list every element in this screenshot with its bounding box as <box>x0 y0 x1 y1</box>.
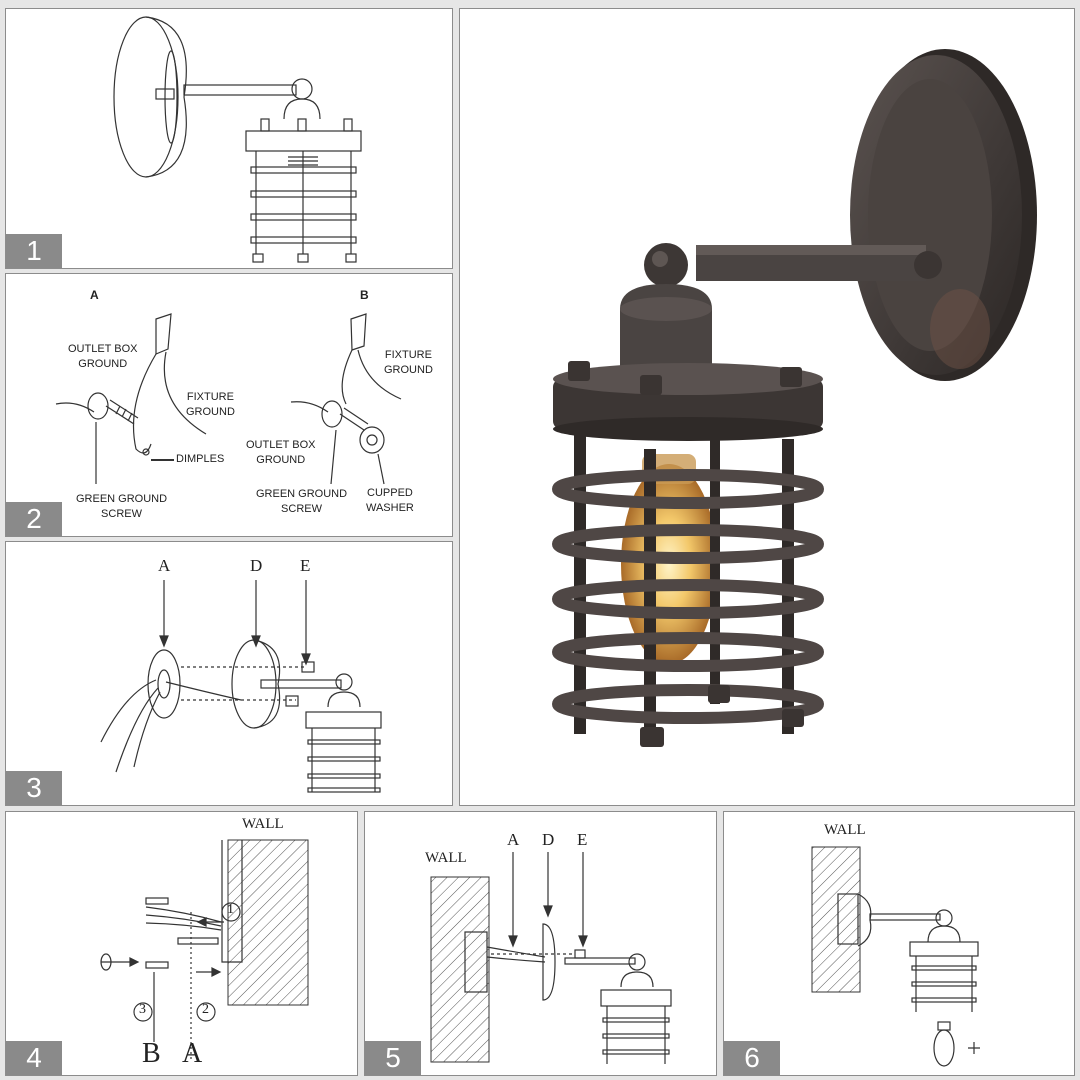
step-6-drawing <box>811 846 980 1067</box>
label-a: A <box>507 830 520 849</box>
label-b: B <box>142 1038 161 1069</box>
wall-label: WALL <box>242 816 284 832</box>
step-2-panel: A B OUTLET BOX GROUND FIXTURE GROUND DIM… <box>5 273 453 537</box>
label-a: A <box>158 556 171 575</box>
wall-sconce-photo <box>552 49 1037 747</box>
step-1-drawing <box>113 16 362 263</box>
step-6-panel: WALL 6 <box>723 811 1075 1076</box>
step-number-badge: 1 <box>6 234 62 268</box>
label-d: D <box>250 556 263 575</box>
step-4-drawing <box>100 839 309 1062</box>
step-number-badge: 6 <box>724 1041 780 1075</box>
step-1-panel: 1 <box>5 8 453 269</box>
fixture-ground-label-b: FIXTURE GROUND <box>384 349 433 376</box>
fixture-ground-label-a: FIXTURE GROUND <box>186 391 235 418</box>
step-2-drawing <box>55 313 402 485</box>
step-5-drawing <box>430 852 672 1064</box>
wall-label: WALL <box>425 850 467 866</box>
outlet-box-ground-label-a: OUTLET BOX GROUND <box>68 343 138 370</box>
step-number-badge: 2 <box>6 502 62 536</box>
label-e: E <box>300 556 311 575</box>
step-3-drawing <box>100 580 382 793</box>
outlet-box-ground-label-b: OUTLET BOX GROUND <box>246 439 316 466</box>
product-photo-panel <box>459 8 1075 806</box>
step-4-panel: WALL 1 2 3 B A 4 <box>5 811 358 1076</box>
step-number-badge: 5 <box>365 1041 421 1075</box>
detail-b-heading: B <box>360 288 369 302</box>
step-circle-3: 3 <box>139 1002 146 1017</box>
step-5-panel: WALL A D E 5 <box>364 811 717 1076</box>
step-circle-2: 2 <box>202 1002 209 1017</box>
step-number-badge: 3 <box>6 771 62 805</box>
step-number-badge: 4 <box>6 1041 62 1075</box>
green-ground-screw-label-a: GREEN GROUND SCREW <box>76 493 168 520</box>
label-e: E <box>577 830 588 849</box>
step-circle-1: 1 <box>227 902 234 917</box>
green-ground-screw-label-b: GREEN GROUND SCREW <box>256 488 348 515</box>
dimples-label: DIMPLES <box>176 453 225 465</box>
detail-a-heading: A <box>90 288 99 302</box>
step-3-panel: A D E 3 <box>5 541 453 806</box>
label-a: A <box>182 1038 203 1069</box>
cupped-washer-label: CUPPED WASHER <box>366 487 414 514</box>
label-d: D <box>542 830 555 849</box>
wall-label: WALL <box>824 822 866 838</box>
